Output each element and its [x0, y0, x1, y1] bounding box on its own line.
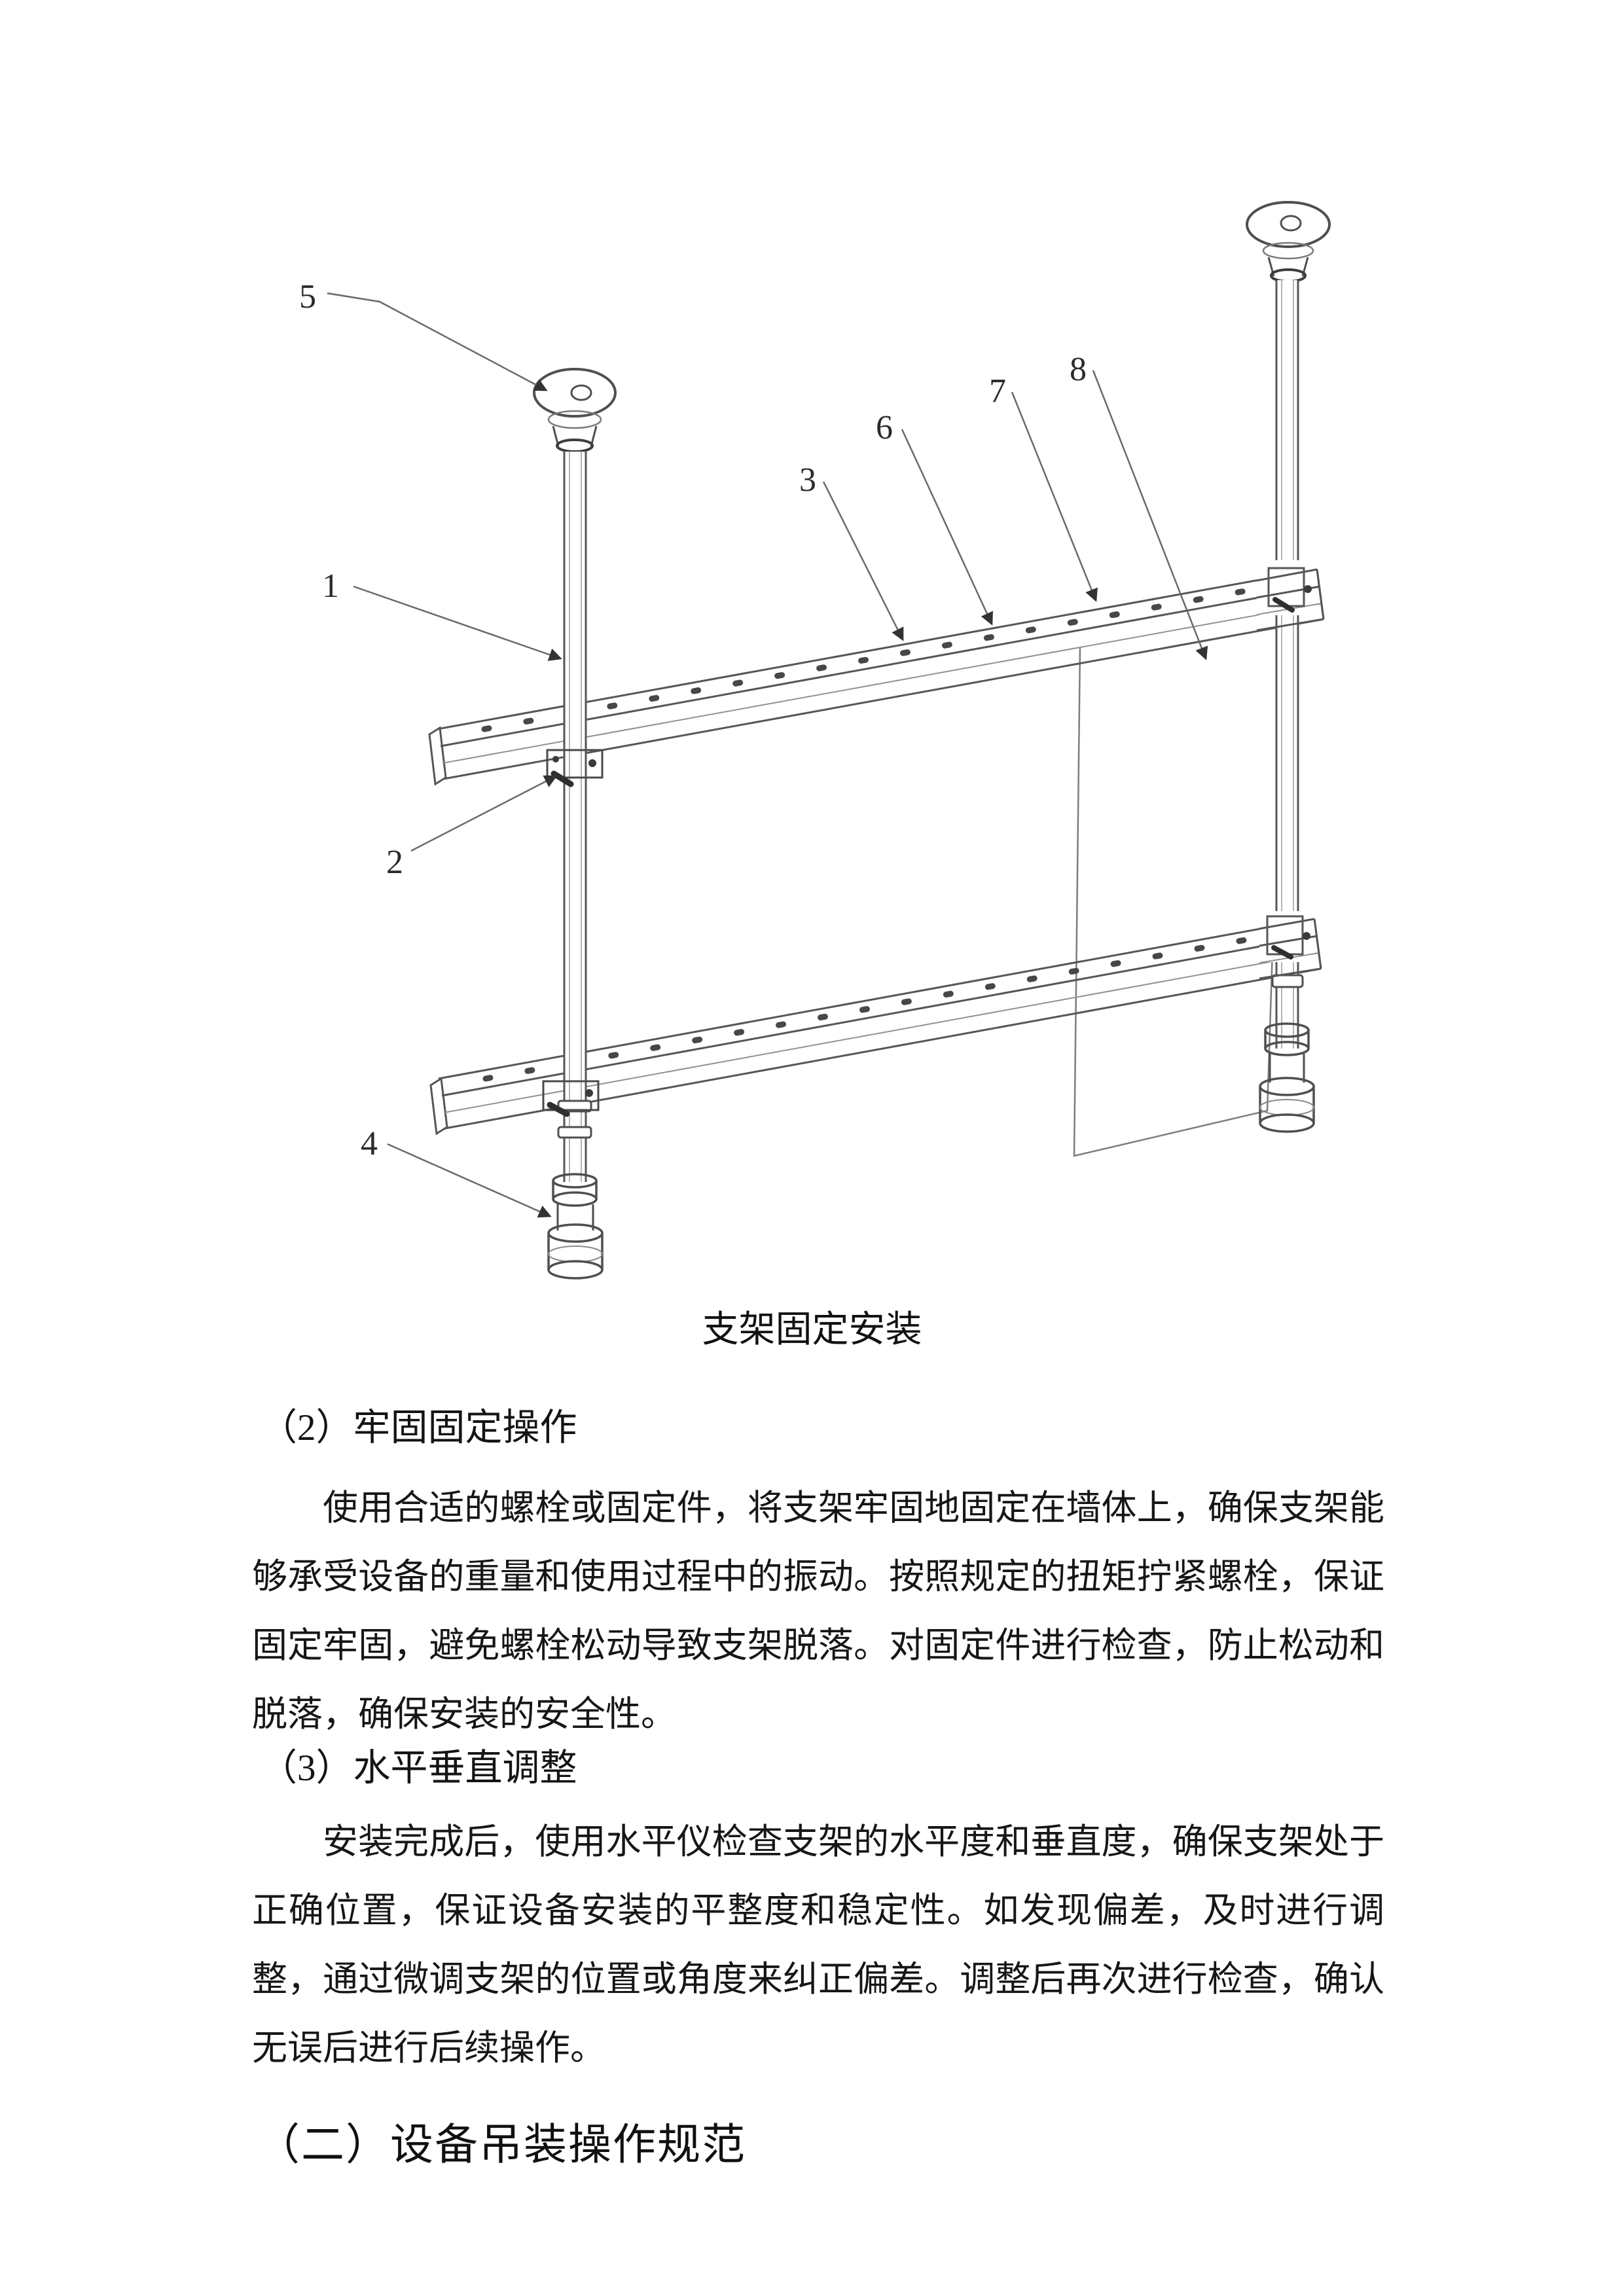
callout-label-6: 6 [876, 409, 893, 446]
callout-label-3: 3 [799, 461, 816, 499]
section-heading-2: （2）牢固固定操作 [260, 1407, 577, 1448]
left-ceiling-flange [533, 368, 617, 453]
right-foot-mount [1259, 1022, 1315, 1133]
bottom-rail-end-bracket [1259, 911, 1322, 980]
section-paragraph-3: 安装完成后，使用水平仪检查支架的水平度和垂直度，确保支架处于正确位置，保证设备安… [252, 1822, 1384, 2068]
callout-label-1: 1 [322, 567, 339, 605]
rod-rail-clamp-lower [542, 1080, 600, 1117]
section-paragraph-2: 使用合适的螺栓或固定件，将支架牢固地固定在墙体上，确保支架能够承受设备的重量和使… [252, 1488, 1384, 1734]
chapter-heading: （二）设备吊装操作规范 [257, 2121, 746, 2169]
section-heading-3: （3）水平垂直调整 [260, 1748, 577, 1789]
left-hanger-rod [533, 368, 617, 1280]
right-hanger-rod [1246, 201, 1331, 1133]
callout-label-7: 7 [989, 372, 1006, 410]
right-ceiling-flange [1246, 201, 1331, 283]
bracket-installation-diagram: 5 1 2 3 6 7 8 4 [299, 201, 1331, 1280]
panel-outline [1073, 646, 1274, 1157]
callout-label-2: 2 [386, 844, 403, 881]
callout-label-4: 4 [361, 1125, 378, 1162]
top-rail-end-bracket [1256, 560, 1325, 632]
figure-caption: 支架固定安装 [702, 1310, 922, 1350]
left-foot-mount [547, 1173, 604, 1280]
callout-label-5: 5 [299, 278, 316, 315]
callout-leaders [327, 292, 1208, 1218]
callout-label-8: 8 [1070, 351, 1087, 388]
